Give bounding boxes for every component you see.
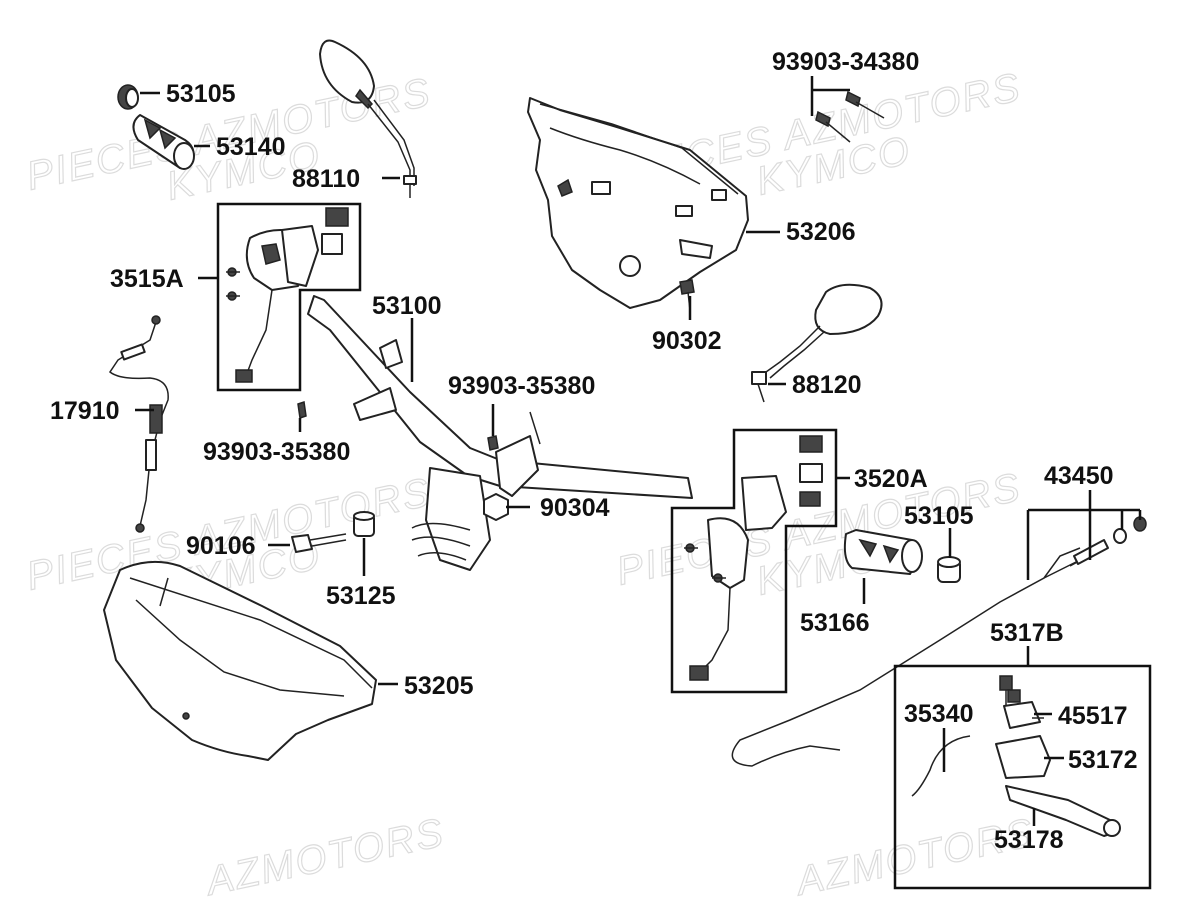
handlebar: [307, 295, 693, 571]
leader-line: [1026, 490, 1142, 580]
screw-93903-35380-mid: [487, 435, 499, 451]
bolt-90302: [679, 279, 695, 311]
screws-93903-34380: [815, 90, 885, 143]
front-lower-cover: [103, 560, 377, 761]
part-label-90302: 90302: [652, 327, 722, 355]
part-label-90304: 90304: [540, 494, 610, 522]
part-label-88110: 88110: [292, 165, 360, 193]
watermark-text: AZMOTORS: [791, 810, 1039, 900]
part-label-53206: 53206: [786, 218, 856, 246]
part-label-53205: 53205: [404, 672, 474, 700]
part-label-88120: 88120: [792, 371, 862, 399]
nut-90304: [483, 493, 509, 521]
leader-line: [810, 76, 850, 116]
spacer-53125: [353, 511, 375, 537]
front-handlebar-cover: [527, 97, 749, 309]
part-label-53105-top: 53105: [166, 80, 236, 108]
part-label-53172: 53172: [1068, 746, 1138, 774]
screw-93903-35380-left: [297, 401, 307, 419]
part-label-90106: 90106: [186, 532, 256, 560]
part-label-35340: 35340: [904, 700, 974, 728]
part-label-53125: 53125: [326, 582, 396, 610]
watermark-text: AZMOTORS: [201, 810, 449, 900]
right-switch-assembly: [670, 428, 838, 694]
part-label-53100: 53100: [372, 292, 442, 320]
grip-end-cap-left: [117, 84, 139, 110]
left-grip: [132, 114, 195, 170]
part-label-3515A: 3515A: [110, 265, 184, 293]
left-switch-assembly: [216, 202, 362, 392]
part-label-53178: 53178: [994, 826, 1064, 854]
right-mirror: [751, 283, 883, 403]
throttle-cable: [108, 315, 169, 533]
part-label-93903-35380-left: 93903-35380: [203, 438, 350, 466]
part-label-53105-right: 53105: [904, 502, 974, 530]
right-grip: [843, 529, 923, 575]
part-label-17910: 17910: [50, 397, 120, 425]
part-label-3520A: 3520A: [854, 465, 928, 493]
left-mirror: [319, 39, 417, 198]
part-labels: 53105 53140 88110 3515A 53100 17910 9390…: [50, 48, 1138, 854]
part-label-5317B: 5317B: [990, 619, 1064, 647]
part-label-43450: 43450: [1044, 462, 1114, 490]
bolt-90106: [291, 533, 347, 553]
part-label-53140: 53140: [216, 133, 286, 161]
grip-end-cap-right: [937, 556, 961, 583]
part-label-93903-35380-mid: 93903-35380: [448, 372, 595, 400]
part-label-45517: 45517: [1058, 702, 1128, 730]
brake-lever-assembly: [893, 664, 1152, 890]
part-label-93903-34380: 93903-34380: [772, 48, 919, 76]
part-label-53166: 53166: [800, 609, 870, 637]
leader-lines: [135, 76, 1142, 826]
